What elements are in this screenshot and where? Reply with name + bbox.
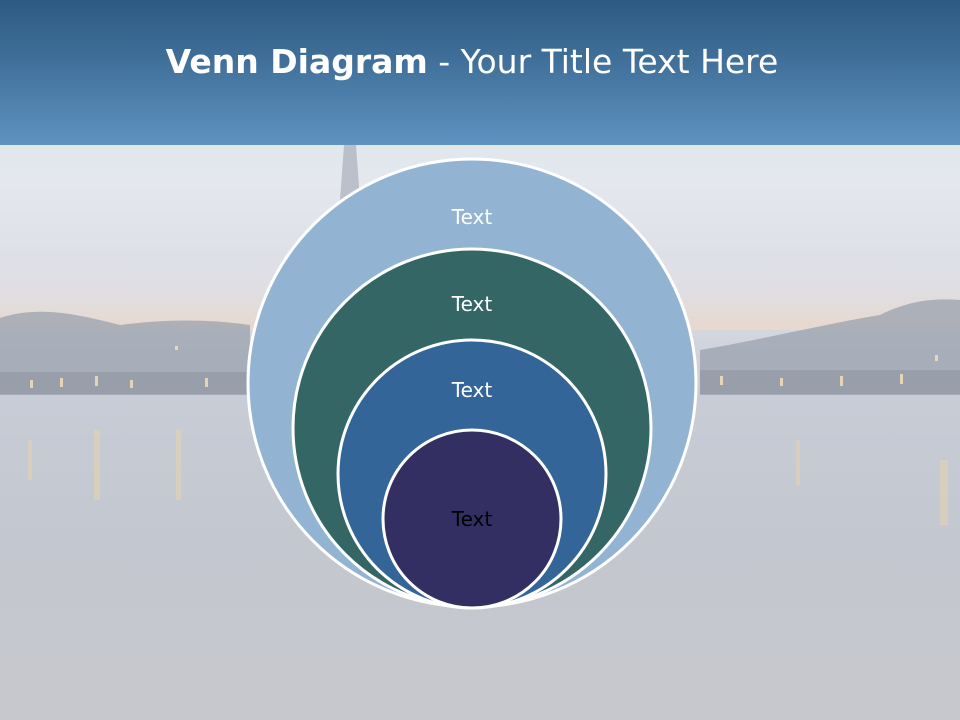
title-bar (0, 0, 960, 145)
venn-circle-1-label: Text (451, 205, 493, 229)
title-rest-text: - Your Title Text Here (427, 42, 779, 81)
venn-circle-2-label: Text (451, 292, 493, 316)
venn-circle-4 (381, 428, 563, 610)
venn-circle-3-label: Text (451, 378, 493, 402)
slide-title: Venn Diagram - Your Title Text Here (0, 40, 944, 84)
venn-circle-4-label: Text (451, 507, 493, 531)
title-bold-text: Venn Diagram (165, 42, 428, 81)
